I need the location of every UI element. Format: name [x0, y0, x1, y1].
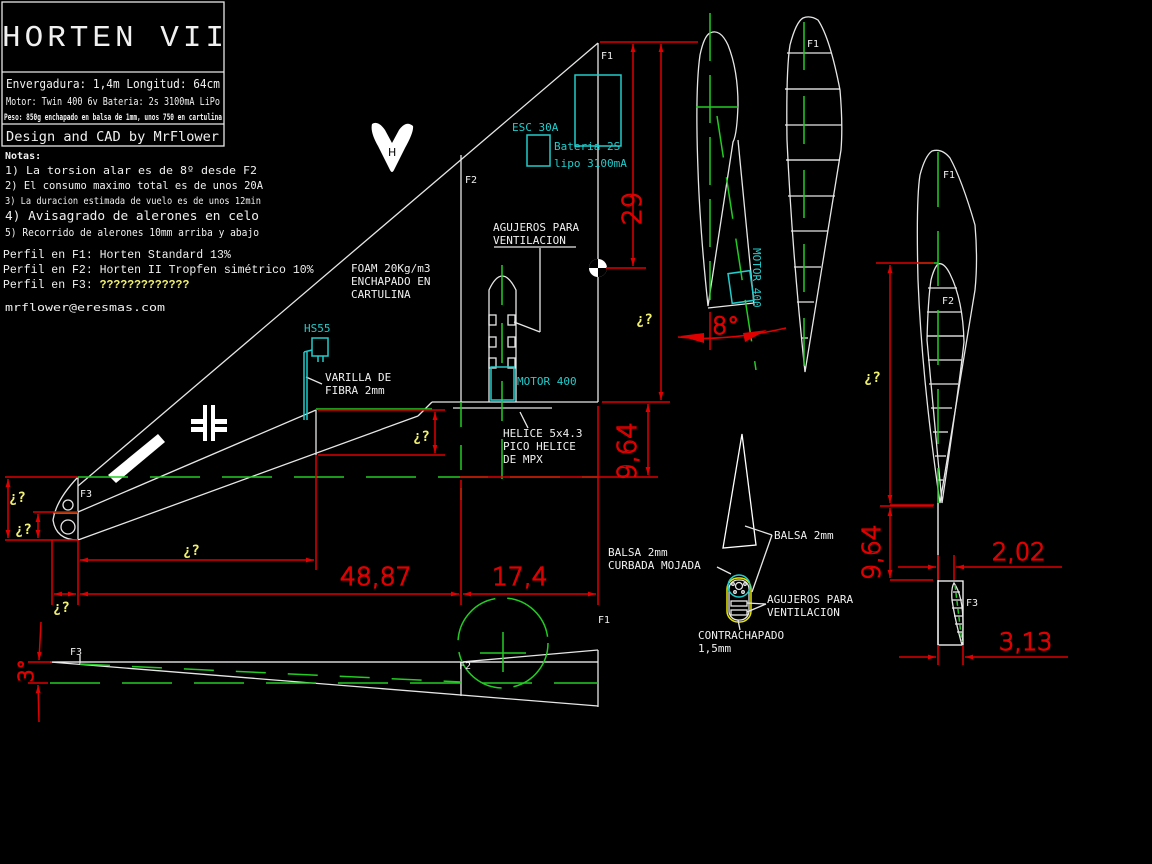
- label-f3-section: F3: [966, 598, 978, 609]
- credit-line: Design and CAD by MrFlower: [6, 130, 219, 145]
- wing-plan-view: [52, 42, 599, 541]
- spec-line-1: Envergadura: 1,4m Longitud: 64cm: [6, 76, 220, 91]
- label-f1-overlay: F1: [943, 170, 955, 181]
- label-ply-1: CONTRACHAPADO: [698, 629, 784, 642]
- dim-4887: 48,87: [340, 562, 412, 591]
- label-prop-2: PICO HELICE: [503, 440, 576, 453]
- label-balsa-curved-1: BALSA 2mm: [608, 546, 668, 559]
- profile-f2: Perfil en F2: Horten II Tropfen simétric…: [3, 264, 314, 277]
- profile-f1: Perfil en F1: Horten Standard 13%: [3, 249, 231, 262]
- f1-f2-overlay-section: F1 F2 ¿? 9,64 F3 2,02 3,13: [856, 149, 1068, 665]
- author-email: mrflower@eresmas.com: [5, 301, 165, 314]
- label-vent2-1: AGUJEROS PARA: [767, 593, 853, 606]
- drawing-title: HORTEN VII: [2, 21, 228, 56]
- spec-line-3: Peso: 850g enchapado en balsa de 1mm, un…: [4, 112, 222, 123]
- label-vent2-2: VENTILACION: [767, 606, 840, 619]
- dim-unknown-tip-1: ¿?: [9, 490, 26, 506]
- label-f1-rib: F1: [807, 39, 819, 50]
- f1-rib-section: F1: [785, 16, 843, 373]
- label-f1-front: F1: [598, 615, 610, 626]
- label-motor-side: MOTOR 400: [750, 248, 763, 308]
- label-foam-2: ENCHAPADO EN: [351, 275, 430, 288]
- label-vent-1: AGUJEROS PARA: [493, 221, 579, 234]
- note-5: 5) Recorrido de alerones 10mm arriba y a…: [5, 227, 259, 239]
- label-prop-1: HELICE 5x4.3: [503, 427, 582, 440]
- dim-dihedral: 3°: [14, 659, 38, 682]
- label-f2-plan: F2: [465, 175, 477, 186]
- root-section: MOTOR 400 8°: [677, 13, 787, 371]
- plan-labels: F1 F2 F3 ESC 30A Bateria 2S lipo 3100mA …: [80, 51, 627, 500]
- horten-logo-icon: H: [371, 122, 414, 172]
- label-foam-3: CARTULINA: [351, 288, 411, 301]
- label-battery-2: lipo 3100mA: [554, 157, 627, 170]
- dim-unknown-aileron-span: ¿?: [183, 543, 200, 559]
- label-f1-plan: F1: [601, 51, 613, 62]
- logo-letter: H: [388, 146, 396, 159]
- label-prop-3: DE MPX: [503, 453, 543, 466]
- plan-dimensions: 29 ¿? 9,64 ¿? ¿? ¿? ¿? ¿? 48,87 17: [5, 41, 698, 616]
- label-rod-1: VARILLA DE: [325, 371, 391, 384]
- dim-964-section: 9,64: [857, 524, 886, 580]
- front-view: F1 F2 F3 3°: [13, 597, 610, 723]
- label-f3-front: F3: [70, 647, 82, 658]
- dim-unknown-tip-2: ¿?: [15, 522, 32, 538]
- dim-unknown-tip-chord: ¿?: [53, 600, 70, 616]
- note-2: 2) El consumo maximo total es de unos 20…: [5, 179, 263, 192]
- note-1: 1) La torsion alar es de 8º desde F2: [5, 164, 257, 177]
- notes: Notas: 1) La torsion alar es de 8º desde…: [5, 151, 263, 239]
- balkenkreuz-icon: [191, 405, 227, 441]
- spec-line-2: Motor: Twin 400 6v Bateria: 2s 3100mA Li…: [6, 95, 220, 108]
- label-servo: HS55: [304, 322, 331, 335]
- dim-964-plan: 9,64: [613, 422, 643, 480]
- fin-detail: BALSA 2mm BALSA 2mm CURBADA MOJADA AGUJE…: [608, 433, 853, 655]
- profiles: Perfil en F1: Horten Standard 13% Perfil…: [3, 249, 314, 314]
- note-4: 4) Avisagrado de alerones en celo: [5, 209, 259, 223]
- dim-twist: 8°: [712, 312, 739, 340]
- notes-heading: Notas:: [5, 151, 41, 162]
- label-balsa-fin: BALSA 2mm: [774, 529, 834, 542]
- label-battery-1: Bateria 2S: [554, 140, 620, 153]
- equipment: [303, 74, 622, 420]
- label-rod-2: FIBRA 2mm: [325, 384, 385, 397]
- center-of-gravity-icon: [589, 259, 607, 277]
- dim-174: 17,4: [492, 562, 548, 591]
- label-balsa-curved-2: CURBADA MOJADA: [608, 559, 701, 572]
- label-f2-front: F2: [459, 661, 471, 672]
- dim-202: 2,02: [992, 538, 1045, 566]
- dim-29: 29: [618, 192, 648, 225]
- label-foam-1: FOAM 20Kg/m3: [351, 262, 430, 275]
- profile-f3: Perfil en F3: ?????????????: [3, 279, 189, 292]
- note-3: 3) La duracion estimada de vuelo es de u…: [5, 196, 261, 207]
- label-f2-overlay: F2: [942, 296, 954, 307]
- label-f3-plan: F3: [80, 489, 92, 500]
- label-motor: MOTOR 400: [517, 375, 577, 388]
- label-esc: ESC 30A: [512, 121, 559, 134]
- dim-313: 3,13: [999, 628, 1052, 656]
- dim-unknown-aileron-depth: ¿?: [413, 429, 430, 445]
- label-ply-2: 1,5mm: [698, 642, 731, 655]
- dim-unknown-f2-height: ¿?: [864, 370, 881, 386]
- label-vent-2: VENTILACION: [493, 234, 566, 247]
- title-block: HORTEN VII Envergadura: 1,4m Longitud: 6…: [1, 1, 228, 147]
- dim-unknown-height: ¿?: [636, 312, 653, 328]
